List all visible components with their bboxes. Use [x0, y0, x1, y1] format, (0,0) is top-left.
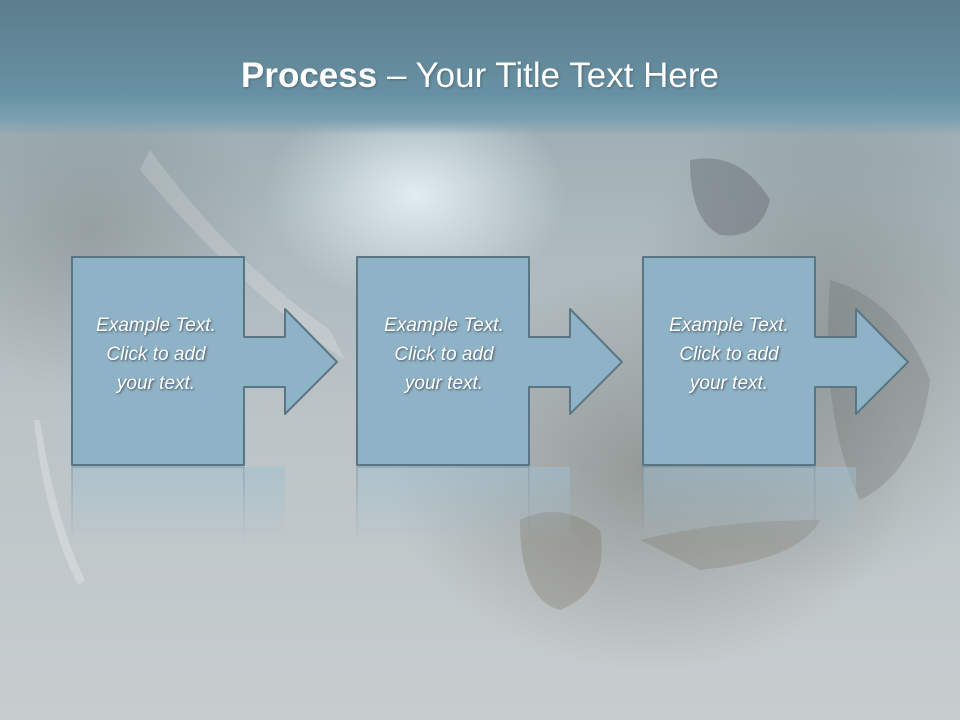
title-bold: Process: [241, 56, 378, 95]
step-3-text[interactable]: Example Text. Click to add your text.: [643, 311, 815, 398]
step-3-line-3: your text.: [689, 373, 769, 394]
step-2-arrow-reflection: [529, 467, 585, 545]
step-2-line-1: Example Text.: [384, 315, 504, 336]
step-3-arrow-box: [642, 256, 909, 466]
step-1-line-2: Click to add: [106, 344, 206, 365]
step-3-line-2: Click to add: [679, 344, 779, 365]
process-step-2[interactable]: [356, 256, 623, 546]
title-rest: – Your Title Text Here: [377, 56, 719, 95]
step-1-line-3: your text.: [116, 373, 196, 394]
step-2-arrow-box: [356, 256, 623, 466]
step-1-arrow-box: [71, 256, 338, 466]
step-2-text[interactable]: Example Text. Click to add your text.: [358, 311, 530, 398]
title-bar: [0, 0, 960, 135]
step-3-line-1: Example Text.: [669, 315, 789, 336]
step-1-line-1: Example Text.: [96, 315, 216, 336]
step-1-reflection: [71, 466, 245, 546]
step-1-arrow-reflection: [244, 467, 300, 545]
step-2-line-3: your text.: [404, 373, 484, 394]
process-step-1[interactable]: [71, 256, 338, 546]
step-1-text[interactable]: Example Text. Click to add your text.: [70, 311, 242, 398]
process-step-3[interactable]: [642, 256, 909, 546]
step-2-line-2: Click to add: [394, 344, 494, 365]
step-3-reflection: [642, 466, 816, 546]
step-2-reflection: [356, 466, 530, 546]
slide-title[interactable]: Process – Your Title Text Here: [0, 54, 960, 98]
step-3-arrow-reflection: [815, 467, 871, 545]
